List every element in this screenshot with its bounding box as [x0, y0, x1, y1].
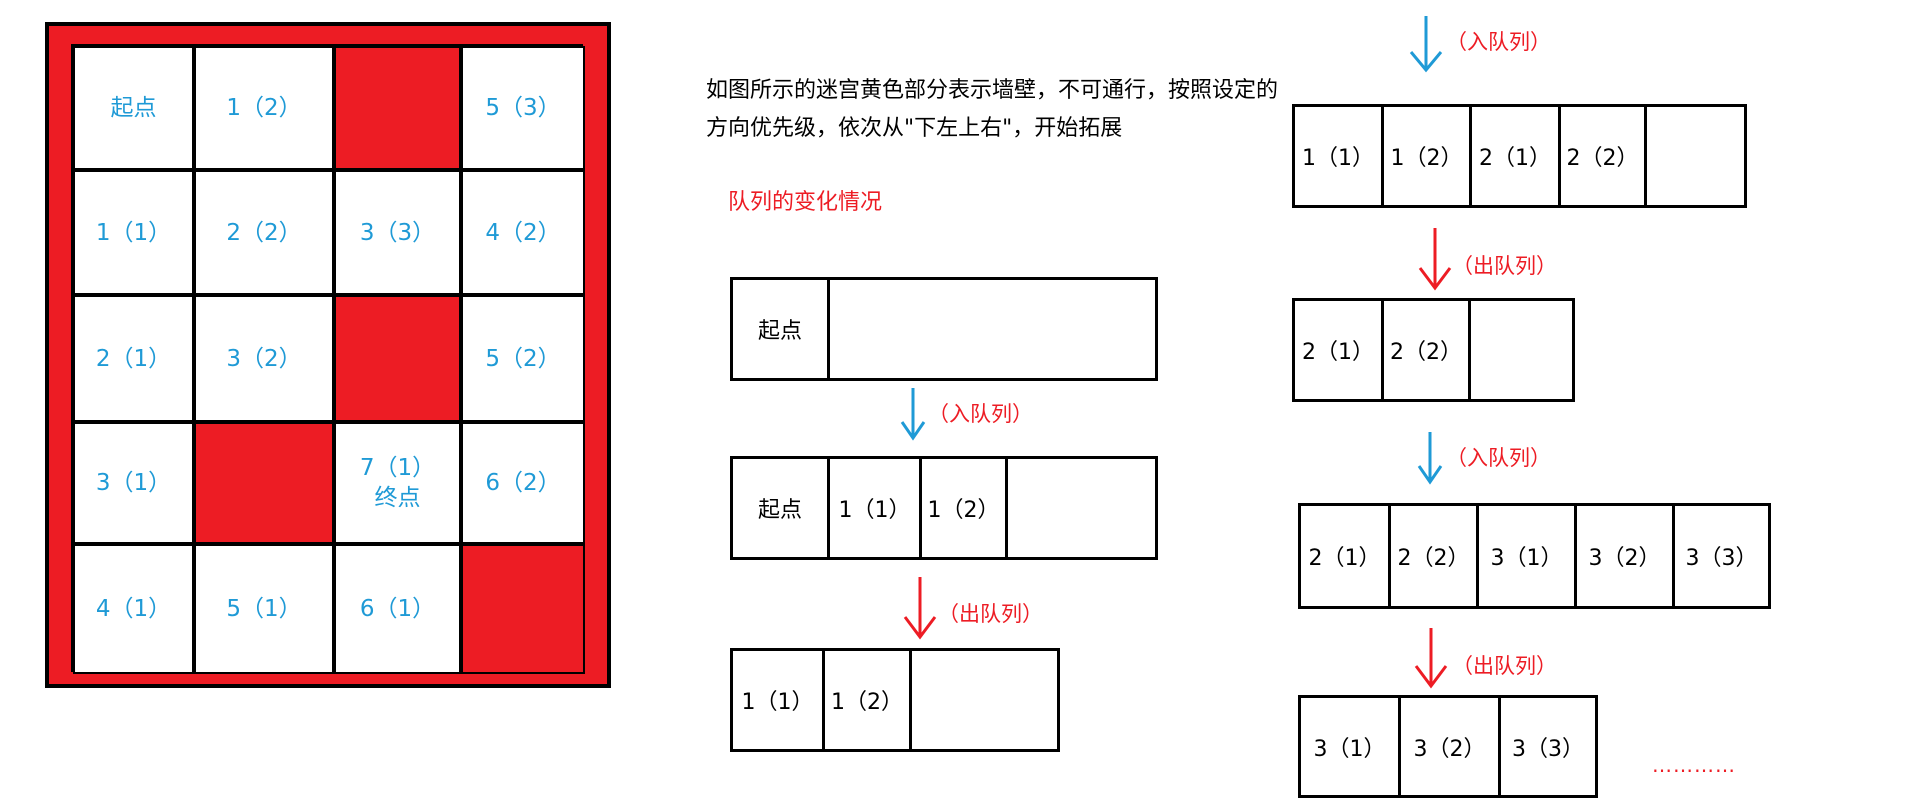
enqueue-arrow-icon: [1409, 16, 1443, 73]
operation-label: （入队列）: [1446, 446, 1551, 470]
maze-cell: 1（2）: [194, 46, 334, 170]
maze-wall-cell: [461, 544, 585, 674]
queue-cell: 3（3）: [1685, 546, 1758, 571]
queue-state-3: 1（1）1（2）: [730, 648, 1060, 752]
dequeue-arrow-icon: [903, 577, 937, 640]
operation-label: （入队列）: [1446, 30, 1551, 54]
maze-cell: 1（1）: [73, 170, 194, 295]
queue-state-1: 起点: [730, 277, 1158, 381]
queue-cell: 2（2）: [1391, 506, 1479, 606]
maze-cell: 5（2）: [461, 295, 585, 422]
queue-cell: 2（2）: [1384, 301, 1471, 399]
queue-cell: 1（1）: [1295, 107, 1384, 205]
enqueue-arrow-icon: [1417, 432, 1443, 485]
maze-cell: 2（2）: [194, 170, 334, 295]
maze-wall-cell: [334, 295, 461, 422]
queue-cell: 2（1）: [1295, 301, 1384, 399]
maze-cell: 起点: [73, 46, 194, 170]
queue-cell: 起点: [733, 280, 830, 378]
operation-label: （入队列）: [928, 402, 1033, 426]
maze-wall-cell: [334, 46, 461, 170]
queue-cell: 1（1）: [830, 459, 922, 557]
queue-cell: [830, 280, 1155, 378]
maze-cell: 2（1）: [73, 295, 194, 422]
operation-label: （出队列）: [1452, 654, 1557, 678]
queue-cell: 1（2）: [825, 651, 912, 749]
queue-state-6: 2（1）2（2）3（1）3（2） 3（3）: [1298, 503, 1771, 609]
queue-cell: 3（2）: [1401, 698, 1501, 795]
queue-cell: 3（2）: [1577, 506, 1675, 606]
queue-state-5: 2（1）2（2）: [1292, 298, 1575, 402]
maze-cell: 4（1）: [73, 544, 194, 674]
maze-cell: 3（2）: [194, 295, 334, 422]
queue-state-7: 3（1）3（2） 3（3）: [1298, 695, 1598, 798]
queue-cell: 1（1）: [733, 651, 825, 749]
queue-cell: 3（1）: [1479, 506, 1577, 606]
queue-cell: [1471, 301, 1572, 399]
queue-cell: [1647, 107, 1744, 205]
queue-state-4: 1（1）1（2）2（1）2（2）: [1292, 104, 1747, 208]
queue-cell: [912, 651, 1057, 749]
maze-cell: 6（2）: [461, 422, 585, 544]
queue-cell: 2（2）: [1561, 107, 1647, 205]
queue-changes-title: 队列的变化情况: [728, 190, 883, 215]
maze-cell: 3（1）: [73, 422, 194, 544]
queue-cell: 2（1）: [1301, 506, 1391, 606]
maze-cell: 4（2）: [461, 170, 585, 295]
dequeue-arrow-icon: [1414, 628, 1448, 689]
maze-wall-cell: [194, 422, 334, 544]
maze-cell: 5（3）: [461, 46, 585, 170]
queue-cell: 3（3）: [1512, 736, 1584, 762]
queue-cell: 2（1）: [1472, 107, 1561, 205]
maze-cell: 3（3）: [334, 170, 461, 295]
maze-description: 如图所示的迷宫黄色部分表示墙壁，不可通行，按照设定的方向优先级，依次从"下左上右…: [706, 78, 1279, 141]
dequeue-arrow-icon: [1418, 228, 1452, 291]
queue-cell: 起点: [733, 459, 830, 557]
maze-cell: 6（1）: [334, 544, 461, 674]
maze-cell: 5（1）: [194, 544, 334, 674]
queue-cell: 1（2）: [1384, 107, 1472, 205]
operation-label: （出队列）: [938, 602, 1043, 626]
ellipsis: …………: [1652, 753, 1736, 777]
queue-cell: 3（1）: [1301, 698, 1401, 795]
enqueue-arrow-icon: [900, 388, 926, 441]
queue-cell: 1（2）: [922, 459, 1008, 557]
maze-cell: 7（1） 终点: [334, 422, 461, 544]
queue-cell: [1008, 459, 1155, 557]
operation-label: （出队列）: [1452, 254, 1557, 278]
